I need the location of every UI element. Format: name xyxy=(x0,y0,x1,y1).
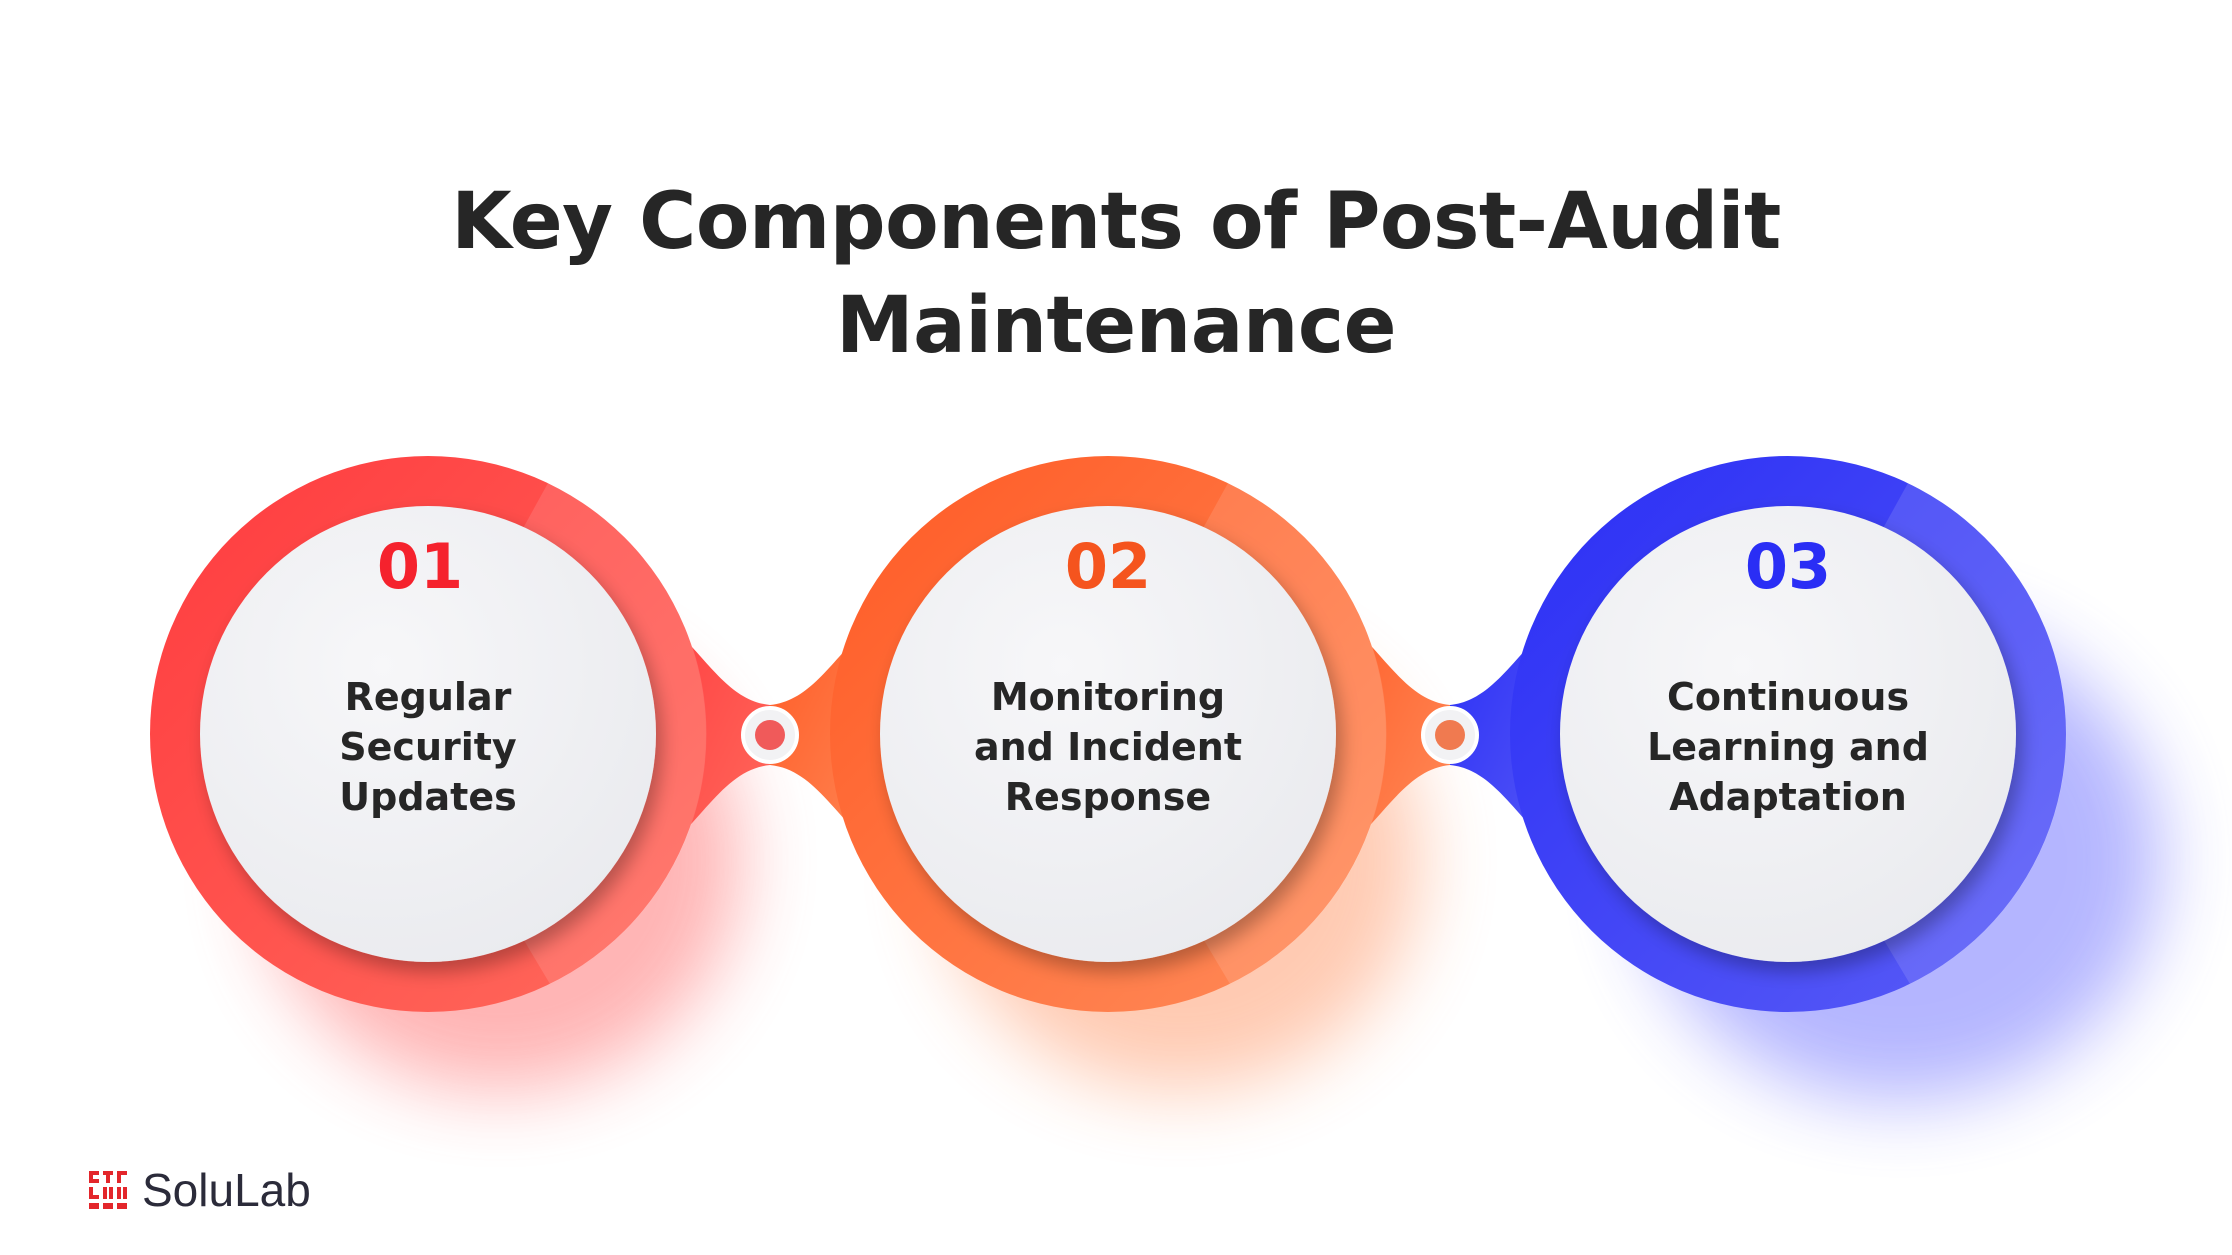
inner-disc-03 xyxy=(1560,506,2016,962)
step-label-02: Monitoring and Incident Response xyxy=(973,675,1243,819)
inner-disc-01 xyxy=(200,506,656,962)
title-line-2: Maintenance xyxy=(835,281,1397,372)
step-number-03: 03 xyxy=(1744,530,1832,603)
step-number-02: 02 xyxy=(1064,530,1152,603)
inner-disc-02 xyxy=(880,506,1336,962)
page-title: Key Components of Post-Audit Maintenance xyxy=(0,170,2232,378)
solulab-logo-icon xyxy=(89,1171,127,1209)
title-line-1: Key Components of Post-Audit xyxy=(451,177,1781,268)
logo-text: SoluLab xyxy=(142,1164,311,1216)
connector-dots xyxy=(741,706,1479,764)
solulab-logo: SoluLab xyxy=(88,1160,311,1220)
step-number-01: 01 xyxy=(376,530,464,603)
step-label-03: Continuous Learning and Adaptation xyxy=(1647,675,1929,819)
inner-discs xyxy=(200,506,2016,962)
step-label-01: Regular Security Updates xyxy=(339,675,517,819)
